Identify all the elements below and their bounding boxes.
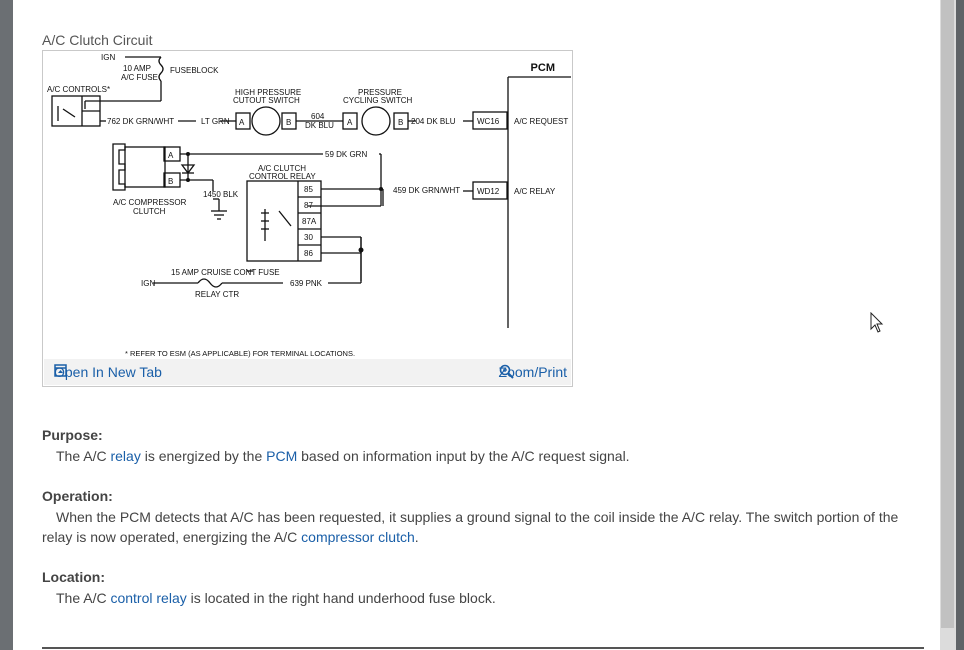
wire-59-label: 59 DK GRN: [325, 150, 367, 159]
wire-lt-grn-label: LT GRN: [201, 117, 230, 126]
purpose-text-1: The A/C: [56, 448, 111, 464]
operation-heading: Operation:: [42, 488, 113, 504]
hp-term-a: A: [239, 118, 245, 127]
ign-top-label: IGN: [101, 53, 115, 62]
ac-relay-label: A/C RELAY: [514, 187, 556, 196]
relay-box: [246, 180, 322, 262]
pin-wd12-label: WD12: [477, 187, 500, 196]
purpose-text-2: is energized by the: [140, 448, 267, 464]
zoom-icon: [499, 364, 514, 379]
zoom-print-label: Zoom/Print: [498, 364, 567, 380]
wire-459-label: 459 DK GRN/WHT: [393, 186, 460, 195]
open-new-tab-link[interactable]: Open In New Tab: [54, 364, 162, 380]
figure-toolbar: Open In New Tab Zoom/Print: [44, 359, 571, 385]
term-b-label: B: [168, 177, 173, 186]
pc-switch-sub: CYCLING SWITCH: [343, 96, 413, 105]
pcm-label: PCM: [531, 62, 555, 74]
term-a-label: A: [168, 151, 174, 160]
pc-term-b: B: [398, 118, 403, 127]
wire-604-label: 604: [311, 112, 325, 121]
operation-text-1: When the PCM detects that A/C has been r…: [42, 509, 899, 545]
control-relay-link[interactable]: control relay: [110, 590, 187, 606]
figure-title: A/C Clutch Circuit: [42, 32, 153, 48]
hp-switch-sub: CUTOUT SWITCH: [233, 96, 300, 105]
pc-term-a: A: [347, 118, 353, 127]
term-30-label: 30: [304, 233, 313, 242]
wire-639-label: 639 PNK: [290, 279, 323, 288]
fuseblock-label: FUSEBLOCK: [170, 66, 219, 75]
open-tab-icon: [54, 364, 67, 377]
window-edge: [956, 0, 964, 650]
pin-wc16-label: WC16: [477, 117, 500, 126]
purpose-text: The A/C relay is energized by the PCM ba…: [42, 446, 922, 466]
scrollbar-thumb[interactable]: [941, 0, 954, 628]
location-text: The A/C control relay is located in the …: [42, 588, 922, 608]
term-87-label: 87: [304, 201, 313, 210]
compressor-clutch-link[interactable]: compressor clutch: [301, 529, 415, 545]
cruise-fuse-label: 15 AMP CRUISE CONT FUSE: [171, 268, 280, 277]
mouse-cursor-icon: [870, 312, 884, 333]
location-text-1: The A/C: [56, 590, 111, 606]
hp-switch-label: HIGH PRESSURE: [235, 88, 301, 97]
operation-text: When the PCM detects that A/C has been r…: [42, 507, 922, 547]
pc-switch-label: PRESSURE: [358, 88, 402, 97]
ac-controls-label: A/C CONTROLS*: [47, 85, 110, 94]
relay-ctr-label: RELAY CTR: [195, 290, 239, 299]
location-heading: Location:: [42, 569, 105, 585]
ign-bottom-label: IGN: [141, 279, 155, 288]
wire-1450-label: 1450 BLK: [203, 190, 239, 199]
operation-text-2: .: [414, 529, 419, 545]
zoom-print-link[interactable]: Zoom/Print: [499, 364, 567, 380]
footnote: * REFER TO ESM (AS APPLICABLE) FOR TERMI…: [125, 349, 355, 358]
relay-link[interactable]: relay: [110, 448, 141, 464]
term-85-label: 85: [304, 185, 313, 194]
compressor-sub: CLUTCH: [133, 207, 166, 216]
wiring-diagram-figure: PCM IGN 10 AMP A/C FUSE FUSEBLOCK A/C CO…: [42, 50, 573, 387]
hp-term-b: B: [286, 118, 291, 127]
pcm-link[interactable]: PCM: [266, 448, 298, 464]
wire-204-label: 204 DK BLU: [411, 117, 456, 126]
wire-604-sub: DK BLU: [305, 121, 334, 130]
section-divider: [42, 647, 924, 649]
wire-762-label: 762 DK GRN/WHT: [107, 117, 174, 126]
relay-label: A/C CLUTCH: [258, 164, 306, 173]
purpose-text-3: based on information input by the A/C re…: [297, 448, 630, 464]
fuse-10a-sub: A/C FUSE: [121, 73, 158, 82]
wiring-diagram: PCM IGN 10 AMP A/C FUSE FUSEBLOCK A/C CO…: [47, 53, 571, 358]
location-text-2: is located in the right hand underhood f…: [186, 590, 496, 606]
fuse-10a-label: 10 AMP: [123, 64, 151, 73]
ac-request-label: A/C REQUEST: [514, 117, 568, 126]
term-87a-label: 87A: [302, 217, 317, 226]
open-new-tab-label: Open In New Tab: [54, 364, 162, 380]
compressor-label: A/C COMPRESSOR: [113, 198, 187, 207]
purpose-heading: Purpose:: [42, 427, 103, 443]
relay-sub: CONTROL RELAY: [249, 172, 316, 181]
term-86-label: 86: [304, 249, 313, 258]
